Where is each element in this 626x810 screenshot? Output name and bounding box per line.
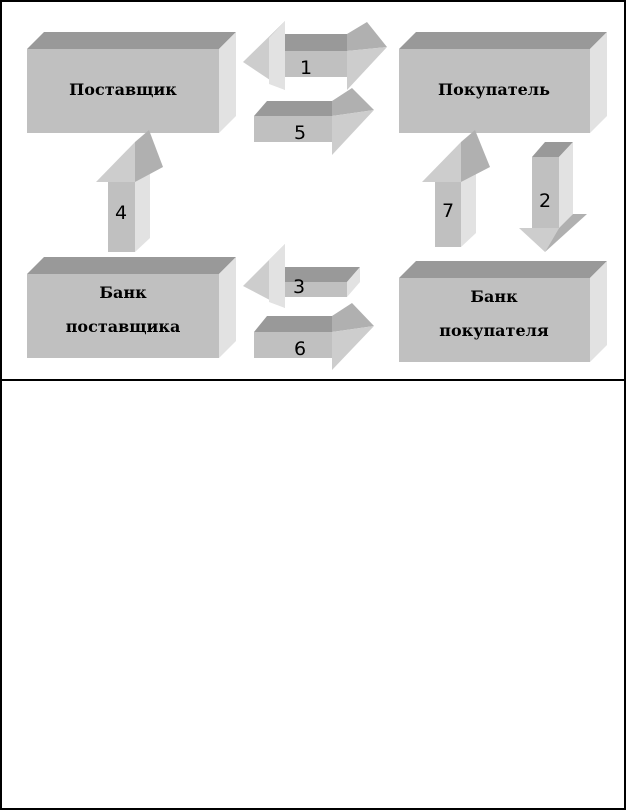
node-buyer-bank: Банк покупателя (399, 261, 607, 362)
arrow-5-label: 5 (294, 122, 306, 144)
node-buyer-bank-label-2: покупателя (439, 321, 549, 340)
node-buyer-bank-label-1: Банк (470, 287, 518, 306)
arrow-6-label: 6 (294, 338, 306, 360)
node-supplier-label: Поставщик (69, 80, 177, 99)
arrow-5: 5 (254, 88, 374, 155)
arrow-7-label: 7 (442, 200, 454, 222)
empty-lower-panel (2, 381, 624, 808)
arrow-2: 2 (519, 142, 587, 252)
arrow-1: 1 (243, 21, 387, 90)
node-supplier: Поставщик (27, 32, 236, 133)
arrow-6: 6 (254, 303, 374, 370)
panel-divider (2, 379, 624, 381)
node-supplier-bank: Банк поставщика (27, 257, 236, 358)
arrow-2-label: 2 (539, 190, 551, 212)
arrow-4-label: 4 (115, 202, 127, 224)
arrow-3: 3 (243, 244, 360, 308)
arrow-4: 4 (96, 130, 163, 252)
arrow-3-label: 3 (293, 276, 305, 298)
node-supplier-bank-label-2: поставщика (66, 317, 181, 336)
payment-flow-diagram: Поставщик Покупатель Банк поставщика Бан… (27, 21, 607, 370)
node-supplier-bank-label-1: Банк (99, 283, 147, 302)
arrow-7: 7 (422, 130, 490, 247)
node-buyer: Покупатель (399, 32, 607, 133)
node-buyer-label: Покупатель (438, 80, 550, 99)
arrow-1-label: 1 (300, 57, 312, 79)
